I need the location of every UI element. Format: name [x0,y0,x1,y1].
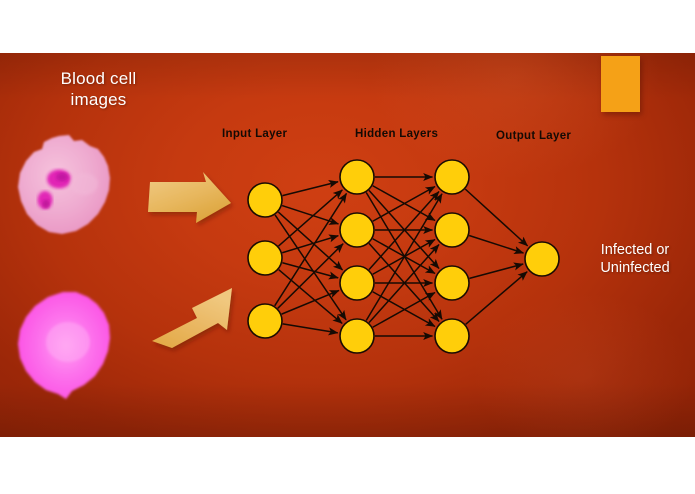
uninfected-blood-cell-image [18,292,110,399]
outcome-label: Infected or Uninfected [600,242,670,276]
label-input-layer: Input Layer [222,128,288,140]
accent-rectangle [601,56,640,112]
infected-blood-cell-image [18,135,110,234]
label-hidden-layers: Hidden Layers [355,128,439,140]
label-output-layer: Output Layer [496,130,572,142]
page-title: Blood cell images [60,69,137,109]
